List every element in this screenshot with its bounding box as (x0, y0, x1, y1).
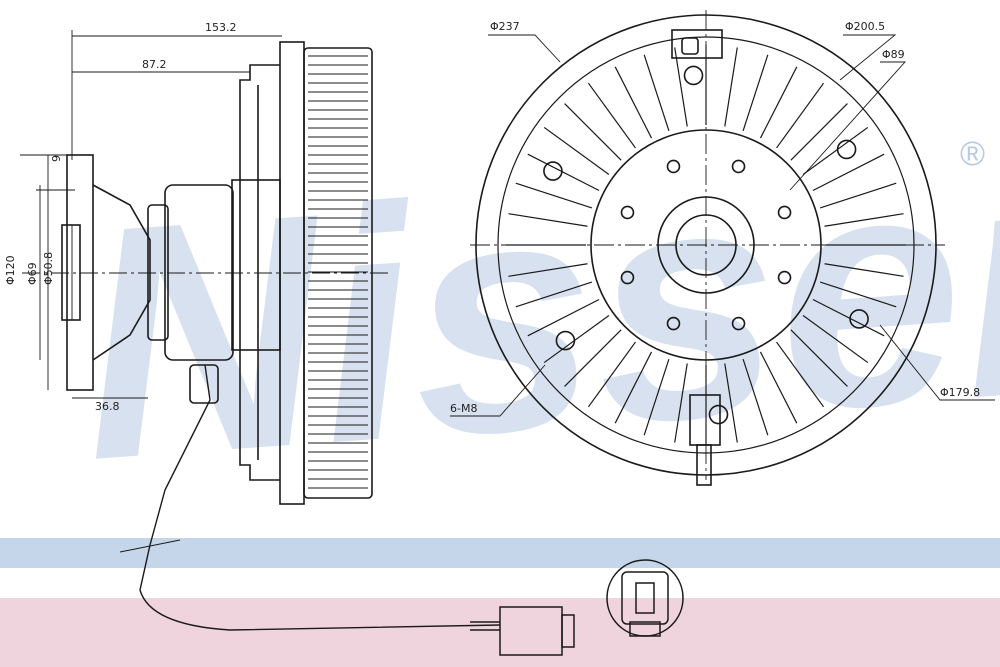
dim-pilot-outer: Φ69 (26, 262, 39, 285)
side-view-labels: 153.2 87.2 9 Φ120 Φ69 Φ50.8 36.8 (4, 21, 237, 413)
radial-fin (508, 213, 588, 227)
radial-fin (802, 126, 869, 175)
registered-mark: ® (960, 135, 985, 173)
outer-bolt (555, 330, 576, 351)
dim-hub-length: 87.2 (142, 58, 167, 71)
bolt-hole (666, 316, 681, 331)
outer-bolt (683, 65, 704, 86)
radial-fin (515, 182, 593, 209)
radial-fin (819, 281, 897, 308)
dim-flange-thickness: 9 (50, 155, 63, 162)
top-sensor-hole (681, 37, 699, 55)
leader-hub-diameter (789, 61, 907, 191)
radial-fin (776, 82, 825, 149)
leader-body-diameter (839, 34, 897, 81)
connector-housing (499, 606, 563, 656)
radial-fin (515, 281, 593, 308)
radial-fins (506, 45, 906, 445)
radial-fin (812, 298, 885, 337)
front-view-labels: Φ237 Φ200.5 Φ89 6-M8 Φ179.8 (450, 20, 980, 415)
background-band-white (0, 568, 1000, 598)
outer-bolt (849, 309, 869, 329)
radial-fin (564, 329, 622, 387)
radial-fin (824, 213, 904, 227)
outer-bolts (543, 65, 869, 425)
dim-bolt-circle: Φ120 (4, 255, 17, 285)
cable-grommet (189, 364, 219, 404)
radial-fin (742, 358, 769, 436)
bolt-hole (731, 316, 746, 331)
bolt-hole (620, 270, 635, 285)
dim-bolt-spec: 6-M8 (450, 402, 477, 415)
radial-fin (614, 351, 653, 424)
drum-fins (308, 55, 368, 489)
radial-fin (824, 263, 904, 277)
radial-fin (527, 153, 600, 192)
radial-fin (643, 54, 670, 132)
dim-body-diameter: Φ200.5 (845, 20, 885, 33)
dim-overall-length: 153.2 (205, 21, 237, 34)
radial-fin (674, 47, 688, 127)
bolt-hole (666, 159, 681, 174)
leader-outer-diameter (488, 34, 561, 63)
dim-pilot-inner: Φ50.8 (42, 252, 55, 285)
radial-fin (643, 358, 670, 436)
break-mark (119, 539, 181, 553)
side-view-dimensions (20, 30, 282, 399)
connector-key (629, 621, 661, 637)
radial-fin (543, 126, 610, 175)
radial-fin (759, 351, 798, 424)
radial-fin (802, 315, 869, 364)
radial-fin (724, 363, 738, 443)
radial-fin (587, 82, 636, 149)
radial-fin (776, 341, 825, 408)
outer-bolt (708, 404, 729, 425)
dim-flange-offset: 36.8 (95, 400, 120, 413)
flange-cone (92, 184, 151, 361)
radial-fin (587, 341, 636, 408)
radial-fin (759, 66, 798, 139)
bolt-hole (777, 205, 792, 220)
connector-face (621, 571, 669, 625)
bolt-hole (777, 270, 792, 285)
radial-fin (812, 153, 885, 192)
radial-fin (543, 315, 610, 364)
connector-latch (561, 614, 575, 648)
radial-fin (614, 66, 653, 139)
radial-fin (724, 47, 738, 127)
connector-pin-block (635, 582, 655, 614)
bolt-hole (620, 205, 635, 220)
radial-fin (819, 182, 897, 209)
leader-inner-diameter (879, 324, 995, 401)
dim-inner-diameter: Φ179.8 (940, 386, 980, 399)
radial-fin (790, 329, 848, 387)
radial-fin (564, 103, 622, 161)
radial-fin (790, 103, 848, 161)
radial-fin (742, 54, 769, 132)
top-sensor-block (671, 29, 723, 59)
leader-bolt-spec (450, 364, 546, 417)
dim-outer-diameter: Φ237 (490, 20, 520, 33)
front-view (470, 10, 945, 486)
bolt-holes (620, 159, 792, 331)
front-view-leaders (450, 34, 995, 417)
connector-detail (470, 559, 684, 656)
radial-fin (674, 363, 688, 443)
bottom-connector-pin (696, 444, 712, 486)
bolt-hole (731, 159, 746, 174)
outer-bolt (836, 139, 857, 160)
sensor-cable (139, 364, 501, 631)
outer-bolt (543, 161, 563, 181)
side-view (22, 41, 501, 631)
radial-fin (508, 263, 588, 277)
radial-fin (527, 298, 600, 337)
hub-body (231, 179, 281, 351)
dim-hub-diameter: Φ89 (882, 48, 905, 61)
